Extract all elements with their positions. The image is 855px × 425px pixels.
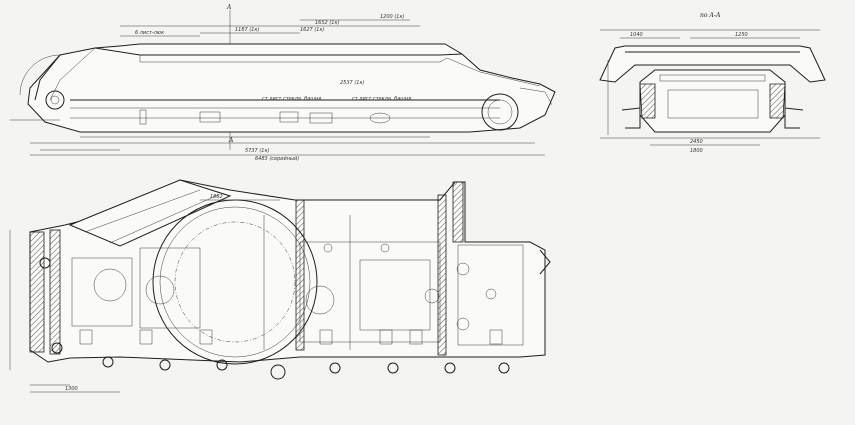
note-1: ст лист стекла, башня [262, 96, 321, 102]
dim-section-1: 1040 [630, 32, 643, 38]
dim-side-1: 6 лист-люк [135, 30, 164, 36]
dim-side-4: 1652 (1к) [315, 20, 339, 26]
dim-side-5: 1200 (1к) [380, 14, 404, 20]
dim-section-4: 1800 [690, 148, 703, 154]
bottom-tabs [79, 329, 503, 345]
note-2: ст лист стекла, башня [352, 96, 411, 102]
dim-side-6: 2537 (1к) [340, 80, 364, 86]
dim-section-2: 1250 [735, 32, 748, 38]
cross-section-view: по А-А 1040 1250 2450 1800 [599, 12, 826, 154]
dim-plan-1: 1882 [210, 194, 223, 200]
dim-side-2: 1187 (1к) [235, 27, 259, 33]
section-label: по А-А [700, 12, 721, 19]
dim-side-3: 1627 (1к) [300, 27, 324, 33]
dim-side-8: 6483 (серийный) [255, 156, 299, 162]
dim-plan-2: 1300 [65, 386, 78, 392]
dim-section-3: 2450 [690, 139, 703, 145]
plan-view: 1882 1300 [9, 179, 551, 393]
dim-side-7: 5737 (1к) [245, 148, 269, 154]
section-mark-top: A [226, 4, 232, 11]
side-elevation-view: A A ст лист стекла, башня ст лист стекла… [10, 4, 556, 162]
section-mark-bottom: A [228, 137, 234, 144]
